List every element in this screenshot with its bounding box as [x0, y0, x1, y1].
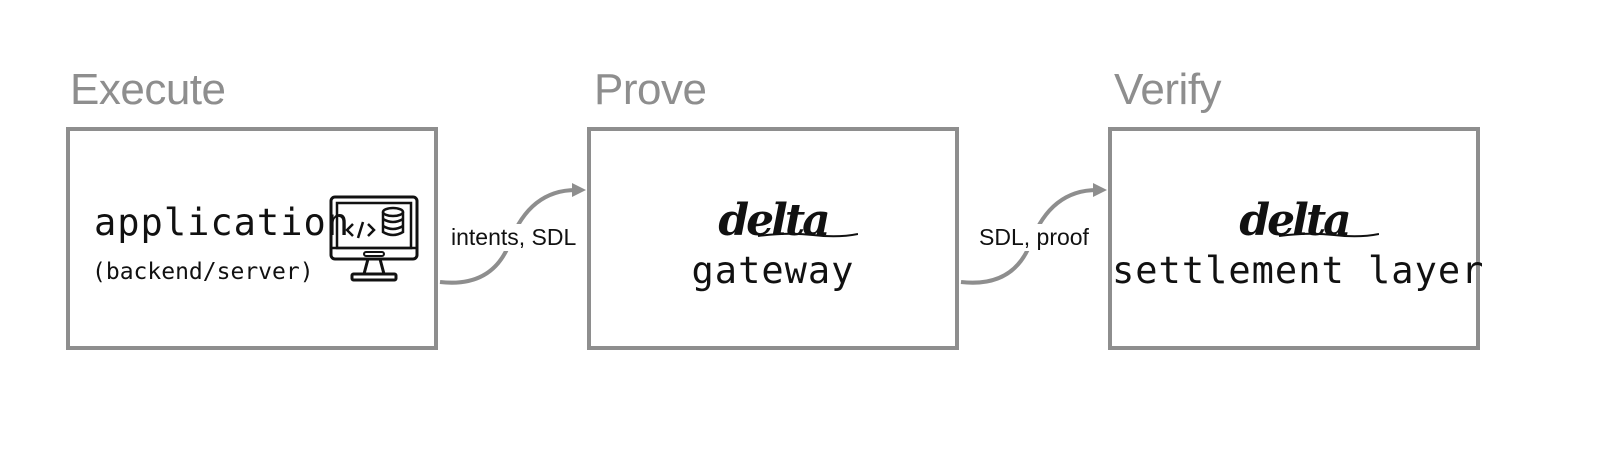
stage-title-execute: Execute [70, 65, 226, 114]
computer-code-database-icon [329, 195, 419, 282]
verify-box: delta settlement layer [1108, 127, 1485, 350]
application-sublabel: (backend/server) [92, 259, 314, 285]
edge-label-intents-sdl: intents, SDL [448, 224, 580, 251]
settlement-group: delta settlement layer [1112, 199, 1485, 293]
gateway-group: delta gateway [591, 199, 955, 292]
application-label: application [94, 201, 351, 244]
stage-title-prove: Prove [594, 65, 707, 114]
delta-logo: delta [1239, 199, 1380, 243]
prove-box: delta gateway [587, 127, 959, 350]
stage-title-verify: Verify [1114, 65, 1222, 114]
logo-swash-icon [758, 232, 859, 238]
delta-logo: delta [718, 199, 859, 243]
settlement-layer-label: settlement layer [1112, 249, 1485, 292]
edge-label-sdl-proof: SDL, proof [976, 224, 1092, 251]
gateway-label: gateway [691, 249, 855, 292]
logo-swash-icon [1279, 232, 1380, 238]
execute-box: application (backend/server) [66, 127, 438, 350]
